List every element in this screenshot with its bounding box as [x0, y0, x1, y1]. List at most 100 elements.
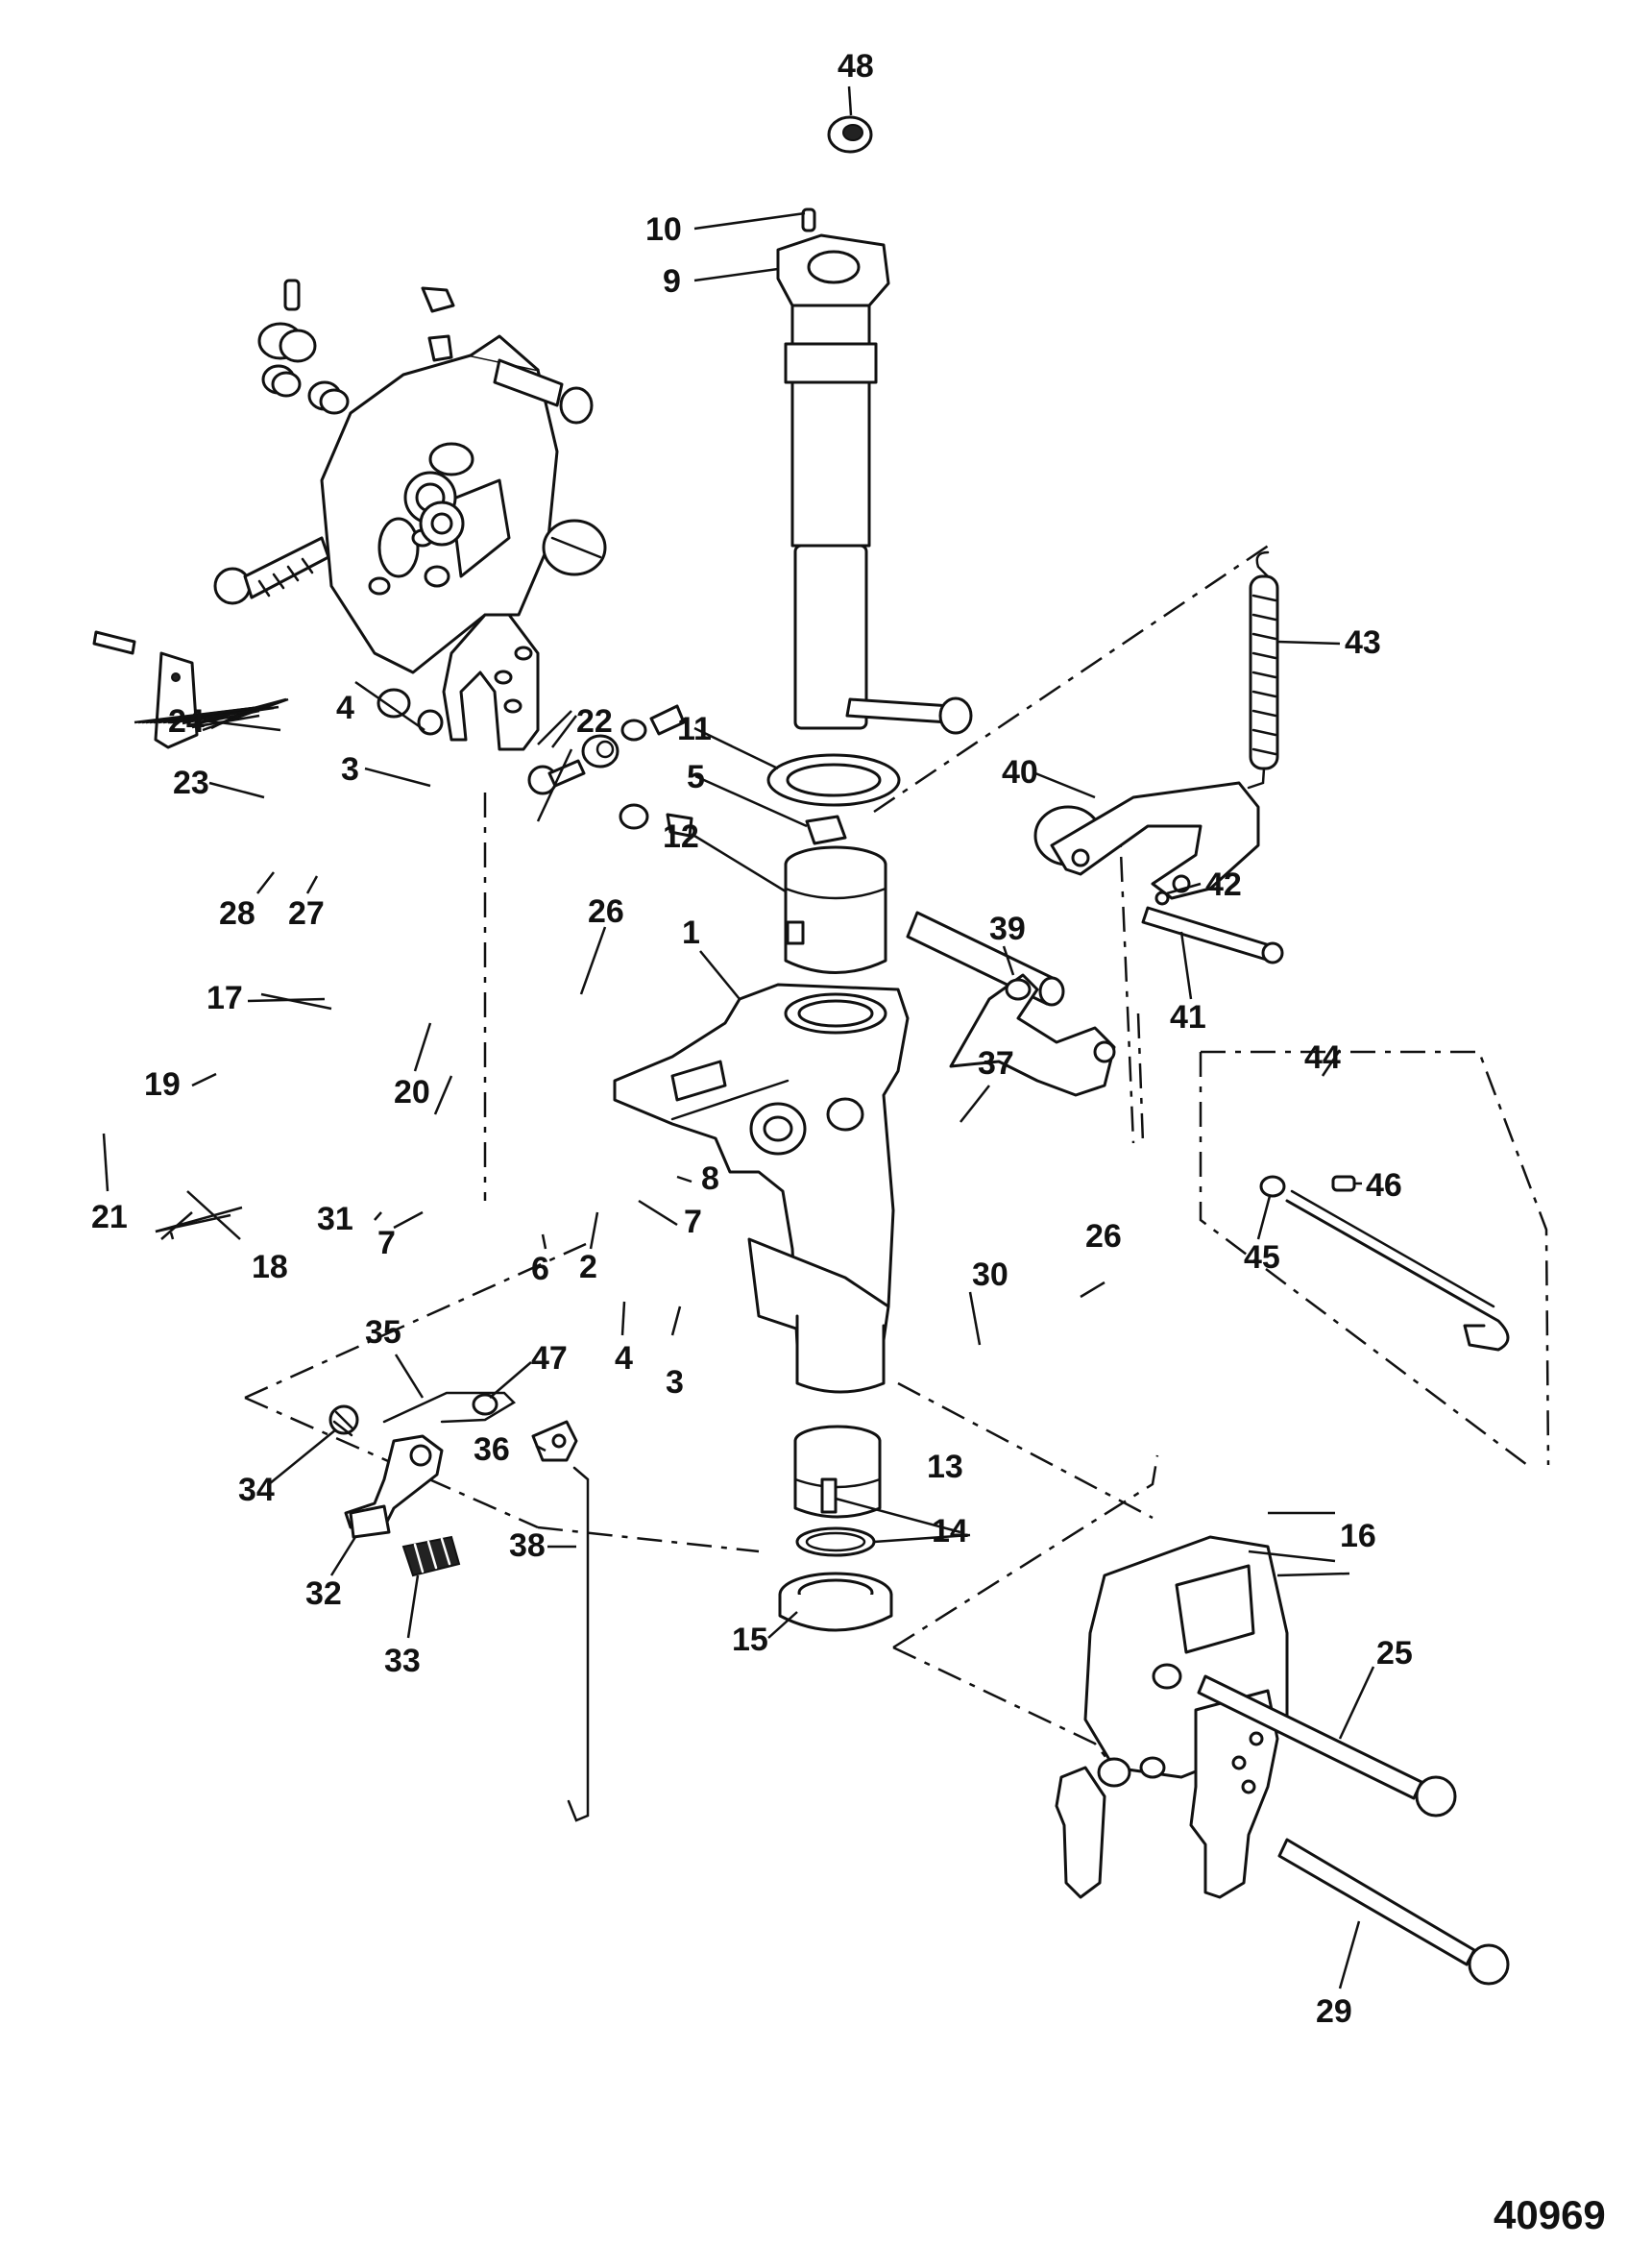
callout-6: 6 [531, 1251, 549, 1287]
callout-27: 27 [288, 895, 325, 932]
part-27-nut [307, 380, 350, 415]
part-39-plate [949, 973, 1116, 1097]
callout-45: 45 [1244, 1239, 1280, 1276]
callout-41: 41 [1170, 999, 1206, 1036]
callout-15: 15 [732, 1622, 768, 1658]
part-18-pad [154, 651, 199, 749]
part-15-washer [778, 1572, 893, 1632]
part-43-spring [1247, 550, 1279, 790]
callout-32: 32 [305, 1575, 342, 1612]
part-13-bushing [793, 1425, 882, 1519]
part-20-bushing [419, 500, 465, 547]
part-6-bolt [527, 759, 586, 795]
part-42-pin [1154, 891, 1170, 906]
part-30-tube [906, 911, 1065, 1007]
assembly-dash-lines [244, 541, 1550, 1769]
callout-1: 1 [682, 915, 700, 951]
callout-3-top: 3 [341, 751, 359, 788]
callout-18: 18 [252, 1249, 288, 1285]
diagram-number: 40969 [1494, 2192, 1606, 2237]
callout-20: 20 [394, 1074, 430, 1110]
part-41-pin [1141, 906, 1284, 964]
part-4-clip-lower [619, 803, 649, 830]
part-1-swivel-bracket [613, 983, 910, 1394]
part-9-swivel-tube [776, 233, 890, 730]
callout-7-center: 7 [684, 1204, 702, 1240]
callout-47: 47 [531, 1340, 568, 1377]
part-32-lever [344, 1434, 444, 1539]
part-48-cap [827, 115, 873, 154]
callout-17: 17 [206, 980, 243, 1016]
callout-37: 37 [978, 1045, 1014, 1082]
callout-5: 5 [687, 759, 705, 795]
callout-28: 28 [219, 895, 255, 932]
callout-36: 36 [474, 1431, 510, 1468]
callout-46: 46 [1366, 1167, 1402, 1204]
part-12-bushing [784, 845, 887, 974]
part-18-hole [171, 672, 181, 682]
part-7-washer-left [417, 709, 444, 736]
part-33-pad [401, 1535, 461, 1577]
callout-29: 29 [1316, 1993, 1352, 2030]
callout-25: 25 [1376, 1635, 1413, 1672]
callout-26-right: 26 [1085, 1218, 1122, 1255]
part-11-washer [766, 753, 901, 807]
callout-16: 16 [1340, 1518, 1376, 1554]
part-10-pin [801, 207, 816, 232]
dash-top-spring [873, 541, 1274, 1144]
callout-19: 19 [144, 1066, 181, 1103]
part-23-knob [257, 322, 317, 363]
part-14-oring [795, 1526, 876, 1557]
callout-30: 30 [972, 1257, 1008, 1293]
part-16-clamp-bracket-right [1055, 1535, 1289, 1899]
callout-21: 21 [91, 1199, 128, 1235]
part-3-fitting-top [427, 334, 453, 362]
part-22-pin [493, 358, 594, 425]
callout-24: 24 [168, 703, 205, 740]
callout-7-left: 7 [377, 1225, 396, 1261]
part-38-rod [567, 1466, 590, 1822]
callout-31: 31 [317, 1201, 353, 1237]
callout-8: 8 [701, 1160, 719, 1197]
part-5-pad [805, 815, 847, 845]
callout-14: 14 [932, 1513, 968, 1550]
callout-13: 13 [927, 1449, 963, 1485]
part-45-clip [1259, 1175, 1286, 1198]
part-36-bracket [531, 1420, 578, 1462]
leader-lines [134, 85, 1336, 1639]
part-47-clip [472, 1393, 498, 1416]
dash-bracket-right [892, 1454, 1159, 1769]
callout-11: 11 [677, 711, 712, 747]
callout-48: 48 [838, 48, 874, 85]
part-3-fitting-lower [666, 813, 693, 838]
part-8-screw [649, 704, 686, 736]
dash-pin-41 [1136, 1013, 1145, 1144]
dash-spring-arm [897, 1381, 1154, 1520]
callout-44: 44 [1304, 1039, 1341, 1076]
part-7-washer-center [620, 719, 647, 742]
part-37-bolt [845, 696, 973, 735]
callout-33: 33 [384, 1643, 421, 1679]
parts [92, 115, 1510, 1986]
part-26-bumper-left [542, 519, 607, 576]
callout-39: 39 [989, 911, 1026, 947]
part-4-clip-top [421, 286, 455, 313]
callout-2: 2 [579, 1249, 597, 1285]
callout-26-left: 26 [588, 893, 624, 930]
callout-23: 23 [173, 765, 209, 801]
callout-9: 9 [663, 263, 681, 300]
callout-labels: 48 10 9 43 24 4 22 11 3 5 23 40 12 42 26… [91, 48, 1606, 2237]
leader-lines-main [102, 640, 1375, 1989]
part-28-nut [261, 364, 302, 398]
callout-38: 38 [509, 1527, 546, 1564]
callout-12: 12 [663, 818, 699, 855]
callout-4-top: 4 [336, 690, 354, 726]
callout-3-lower: 3 [666, 1364, 684, 1401]
part-35-wire [382, 1391, 517, 1424]
callout-40: 40 [1002, 754, 1038, 791]
part-29-bolt [1277, 1838, 1510, 1986]
callout-42: 42 [1205, 866, 1242, 903]
callout-43: 43 [1345, 624, 1381, 661]
part-34-spring [328, 1404, 359, 1437]
